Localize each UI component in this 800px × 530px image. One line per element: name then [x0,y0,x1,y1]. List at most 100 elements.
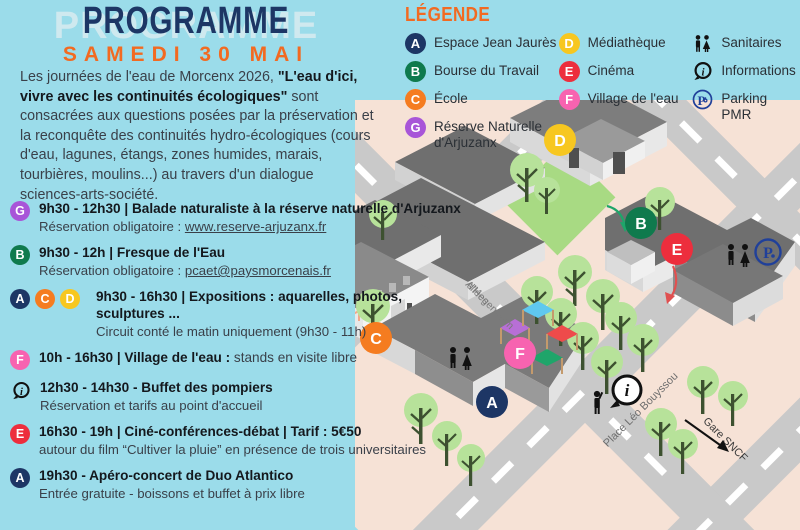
program-pins: B [10,244,30,265]
pin-c-icon: C [35,289,55,309]
legend-title: LÉGENDE [405,4,491,26]
pin-a-icon: A [405,33,426,54]
svg-text:B: B [635,216,647,233]
parking-pmr-icon: P [692,89,713,110]
map-marker-C[interactable]: C [360,322,392,354]
map-toilets-icon-south [450,347,472,370]
svg-text:E: E [672,242,683,259]
map-marker-A[interactable]: A [476,386,508,418]
program-pins: i [10,379,31,401]
map-marker-B[interactable]: B [625,207,657,239]
legend-item-information: i Informations [692,61,800,82]
svg-text:P: P [698,93,706,108]
program-sub-link[interactable]: pcaet@paysmorcenais.fr [184,263,331,278]
map-illustration: P i [355,100,800,530]
program-title: 10h - 16h30 | Village de l'eau : stands … [39,349,357,366]
map-marker-D[interactable]: D [544,124,576,156]
program-item-fresque[interactable]: B 9h30 - 12h | Fresque de l'Eau Réservat… [10,244,470,279]
pin-d-icon: D [558,33,580,54]
program-subtitle: Réservation obligatoire : www.reserve-ar… [39,218,461,235]
program-pins: A [10,467,30,488]
program-title: 12h30 - 14h30 - Buffet des pompiers [40,380,273,395]
program-list: G 9h30 - 12h30 | Balade naturaliste à la… [10,200,470,511]
pin-g-icon: G [405,117,426,138]
trees [356,153,748,486]
intro-text-part1: Les journées de l'eau de Morcenx 2026, [20,69,278,85]
svg-text:F: F [515,346,525,363]
event-map[interactable]: P i [355,100,800,530]
program-title: 9h30 - 12h | Fresque de l'Eau [39,245,226,260]
program-title: 9h30 - 16h30 | Expositions : aquarelles,… [96,289,402,321]
legend-label-b: Bourse du Travail [434,63,540,78]
legend-column-3: Sanitaires i Informations [692,33,800,150]
legend-item-parking-pmr: P Parking PMR [692,89,800,122]
program-pins: A C D [10,288,80,309]
information-icon: i [692,61,713,82]
legend-item-a: A Espace Jean Jaurès [405,33,559,54]
legend: LÉGENDE A Espace Jean Jaurès B Bourse du… [400,2,800,150]
program-title: 16h30 - 19h | Ciné-conférences-débat | T… [39,424,362,439]
program-title: 9h30 - 12h30 | Balade naturaliste à la r… [39,201,461,216]
legend-label-f: Village de l'eau [587,91,679,106]
program-pins: F [10,349,30,370]
pin-e-icon: E [10,424,30,444]
legend-item-e: E Cinéma [558,61,693,82]
program-title: 19h30 - Apéro-concert de Duo Atlantico [39,468,294,483]
pin-a-icon: A [10,289,30,309]
legend-item-g: G Réserve Naturelle d'Arjuzanx [405,117,559,150]
pin-a-icon: A [10,468,30,488]
program-subtitle: autour du film “Cultiver la pluie” en pr… [39,442,427,457]
program-subtitle: Entrée gratuite - boissons et buffet à p… [39,486,305,501]
pin-g-icon: G [10,201,30,221]
program-subtitle: Réservation obligatoire : pcaet@paysmorc… [39,262,331,279]
legend-label-e: Cinéma [587,63,635,78]
svg-text:D: D [554,133,566,150]
program-item-buffet[interactable]: i 12h30 - 14h30 - Buffet des pompiers Ré… [10,379,470,414]
legend-item-b: B Bourse du Travail [405,61,559,82]
pin-f-icon: F [10,350,30,370]
legend-label-d: Médiathèque [587,35,666,50]
page-title: PROGRAMME [82,0,290,42]
legend-label-c: École [434,91,468,106]
page-date: SAMEDI 30 MAI [62,43,310,66]
map-parking-pmr-icon: P [754,238,782,266]
program-pins: G [10,200,30,221]
program-item-expositions[interactable]: A C D 9h30 - 16h30 | Expositions : aquar… [10,288,470,340]
toilets-icon [692,33,713,54]
program-item-village[interactable]: F 10h - 16h30 | Village de l'eau : stand… [10,349,470,370]
program-item-apero[interactable]: A 19h30 - Apéro-concert de Duo Atlantico… [10,467,470,502]
svg-text:i: i [702,67,706,79]
svg-text:C: C [370,331,382,348]
program-item-cine[interactable]: E 16h30 - 19h | Ciné-conférences-débat |… [10,423,470,458]
program-sub-link[interactable]: www.reserve-arjuzanx.fr [184,219,327,234]
map-arrow-red [665,265,678,304]
svg-text:i: i [20,386,23,397]
program-title-light: stands en visite libre [233,350,358,365]
legend-item-d: D Médiathèque [558,33,693,54]
legend-column-1: A Espace Jean Jaurès B Bourse du Travail… [400,33,559,150]
pin-b-icon: B [10,245,30,265]
program-sub-prefix: Réservation obligatoire : [39,219,185,234]
legend-column-2: D Médiathèque E Cinéma F Village de l'ea… [558,33,693,150]
svg-text:A: A [486,395,498,412]
map-marker-E[interactable]: E [661,233,693,265]
intro-quote: "L'eau d'ici, vivre avec les continuités… [20,69,358,105]
map-direction-arrow [684,419,729,452]
legend-item-c: C École [405,89,559,110]
legend-label-a: Espace Jean Jaurès [434,35,557,50]
program-title-bold: 10h - 16h30 | Village de l'eau : [39,350,234,365]
map-information-icon: i [593,374,643,414]
pin-d-icon: D [60,289,80,309]
program-item-balade[interactable]: G 9h30 - 12h30 | Balade naturaliste à la… [10,200,470,235]
program-subtitle: Circuit conté le matin uniquement (9h30 … [96,324,367,339]
svg-text:P: P [763,245,773,262]
legend-label-information: Informations [721,63,796,78]
pin-c-icon: C [405,89,426,110]
information-icon: i [10,380,31,401]
map-toilets-icon-north [728,244,750,267]
pin-e-icon: E [558,61,580,82]
program-subtitle: Réservation et tarifs au point d'accueil [40,398,263,413]
map-marker-F[interactable]: F [504,337,536,369]
svg-text:i: i [625,381,630,400]
